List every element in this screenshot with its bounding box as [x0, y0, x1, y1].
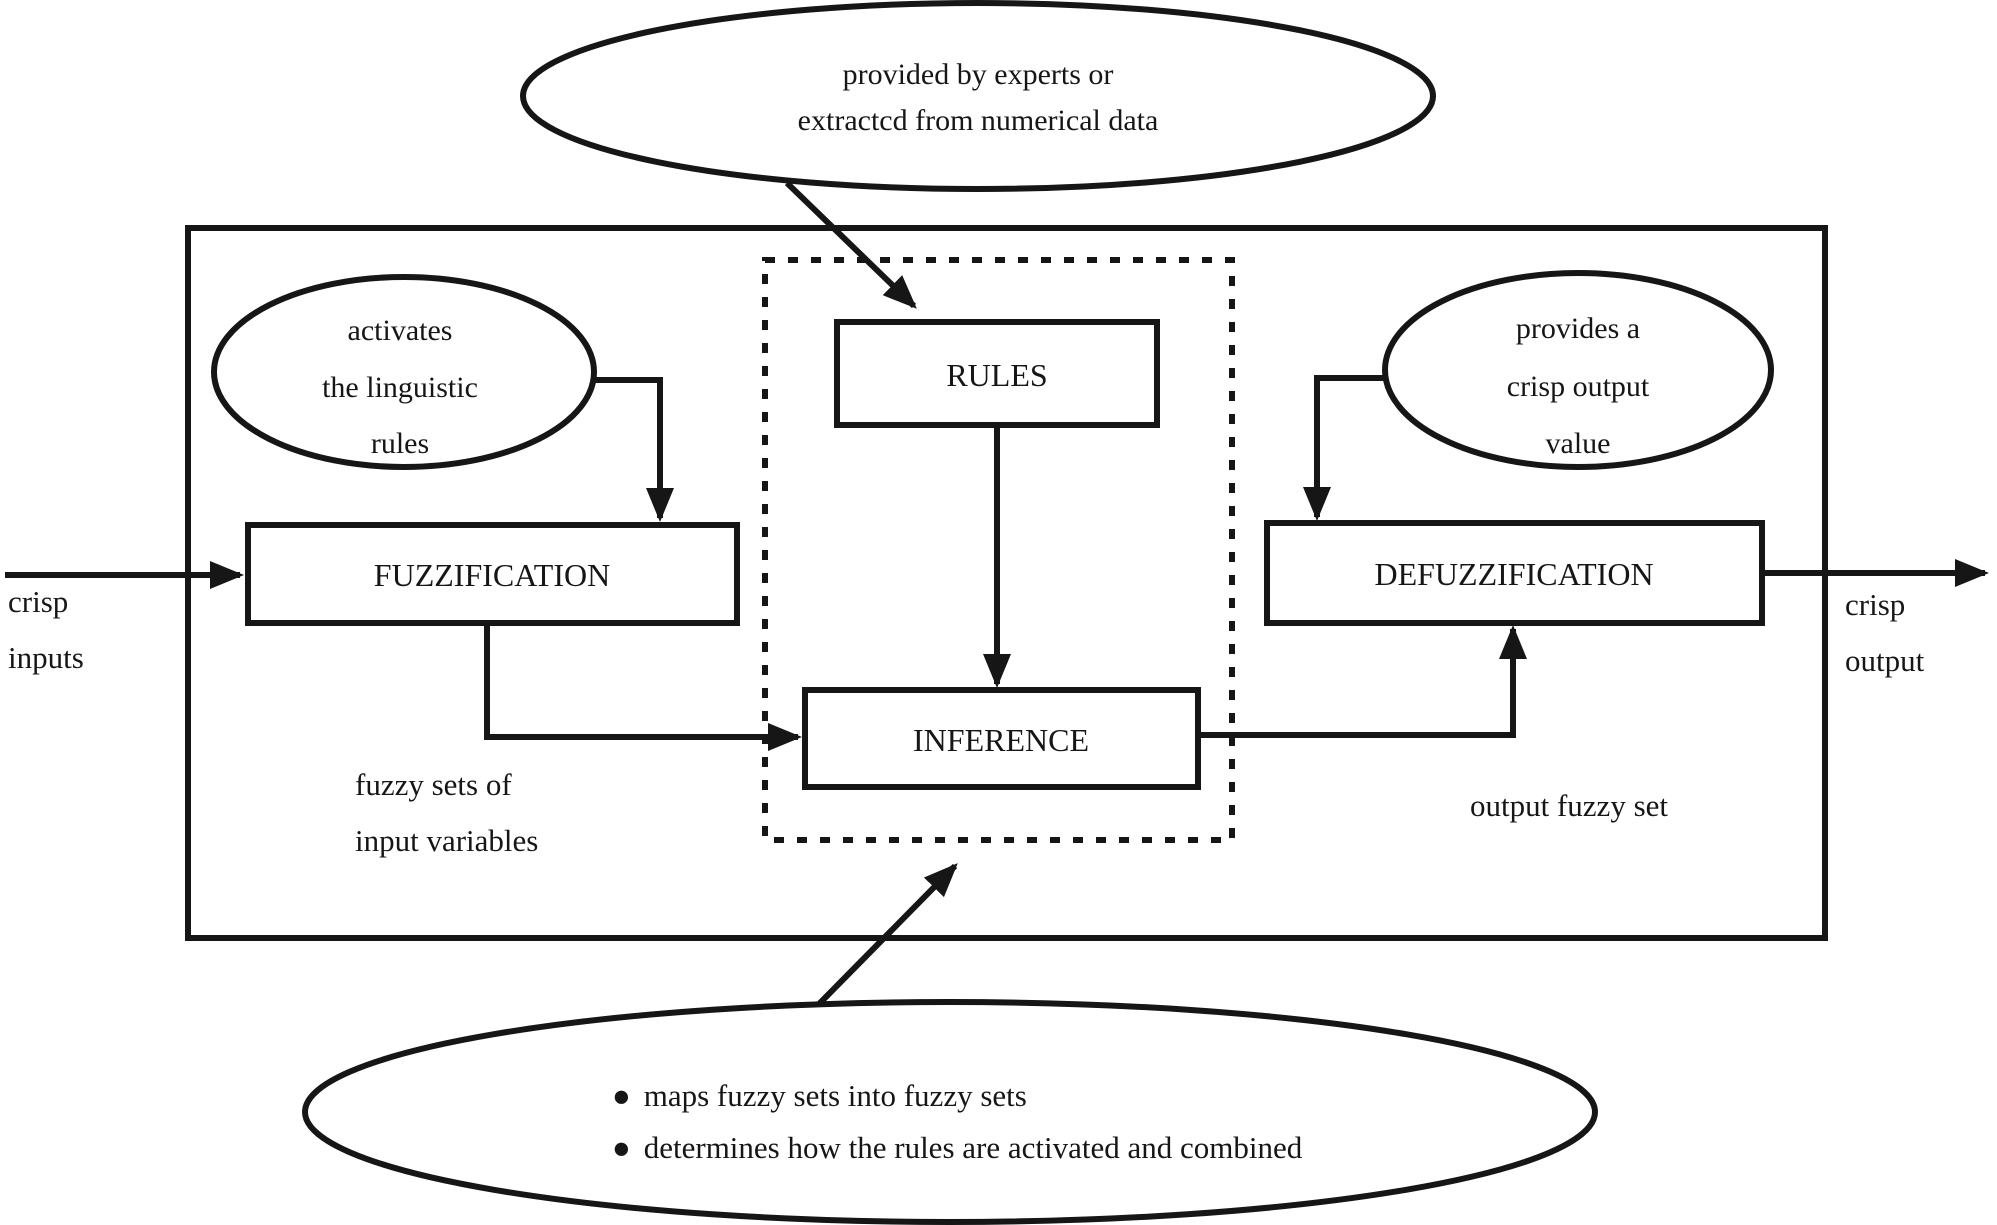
top-callout-line-1: provided by experts or — [843, 58, 1114, 91]
left-callout-line-2: the linguistic — [322, 371, 478, 404]
left-callout-ellipse — [211, 274, 597, 470]
right-callout-line-2: crisp output — [1507, 370, 1650, 403]
inference-box — [802, 687, 1201, 790]
arrow-top-callout-to-rules — [784, 180, 917, 309]
bullet-icon: ● — [612, 1130, 631, 1165]
rule-base-dashed-rect — [762, 257, 1235, 843]
defuzzification-label: DEFUZZIFICATION — [1374, 556, 1653, 592]
fuzzy-sets-label-line-1: fuzzy sets of — [355, 767, 512, 802]
right-callout-line-3: value — [1546, 427, 1611, 460]
arrow-bottom-callout-to-rulebase — [815, 863, 958, 1008]
bottom-callout-ellipse — [302, 999, 1598, 1225]
system-boundary-rect — [185, 225, 1828, 941]
bullet-icon: ● — [612, 1078, 631, 1113]
crisp-output-label-line-1: crisp — [1845, 587, 1905, 622]
left-callout-line-3: rules — [371, 427, 429, 460]
crisp-inputs-label-line-2: inputs — [8, 640, 84, 675]
arrow-fuzzification-to-inference — [484, 623, 802, 751]
rules-label: RULES — [946, 357, 1047, 393]
crisp-output-label-line-2: output — [1845, 643, 1925, 678]
bottom-callout-item-1-text: maps fuzzy sets into fuzzy sets — [644, 1078, 1027, 1113]
bottom-callout-item-1: ● maps fuzzy sets into fuzzy sets — [612, 1078, 1027, 1113]
arrow-left-callout-to-fuzzification — [594, 377, 674, 522]
left-callout-line-1: activates — [348, 314, 453, 347]
top-callout-ellipse — [520, 0, 1436, 192]
arrow-inference-to-defuzzification — [1198, 625, 1527, 738]
fuzzy-sets-label-line-2: input variables — [355, 823, 538, 858]
top-callout-line-2: extractcd from numerical data — [798, 104, 1159, 137]
crisp-inputs-label-line-1: crisp — [8, 584, 68, 619]
output-fuzzy-set-label: output fuzzy set — [1470, 788, 1668, 823]
inference-label: INFERENCE — [913, 722, 1089, 758]
arrow-right-callout-to-defuzzification — [1303, 375, 1385, 521]
bottom-callout-item-2: ● determines how the rules are activated … — [612, 1130, 1303, 1165]
fuzzification-label: FUZZIFICATION — [374, 557, 610, 593]
right-callout-line-1: provides a — [1516, 312, 1640, 345]
bottom-callout-item-2-text: determines how the rules are activated a… — [644, 1130, 1303, 1165]
fuzzification-box — [245, 522, 740, 626]
right-callout-ellipse — [1382, 270, 1774, 470]
